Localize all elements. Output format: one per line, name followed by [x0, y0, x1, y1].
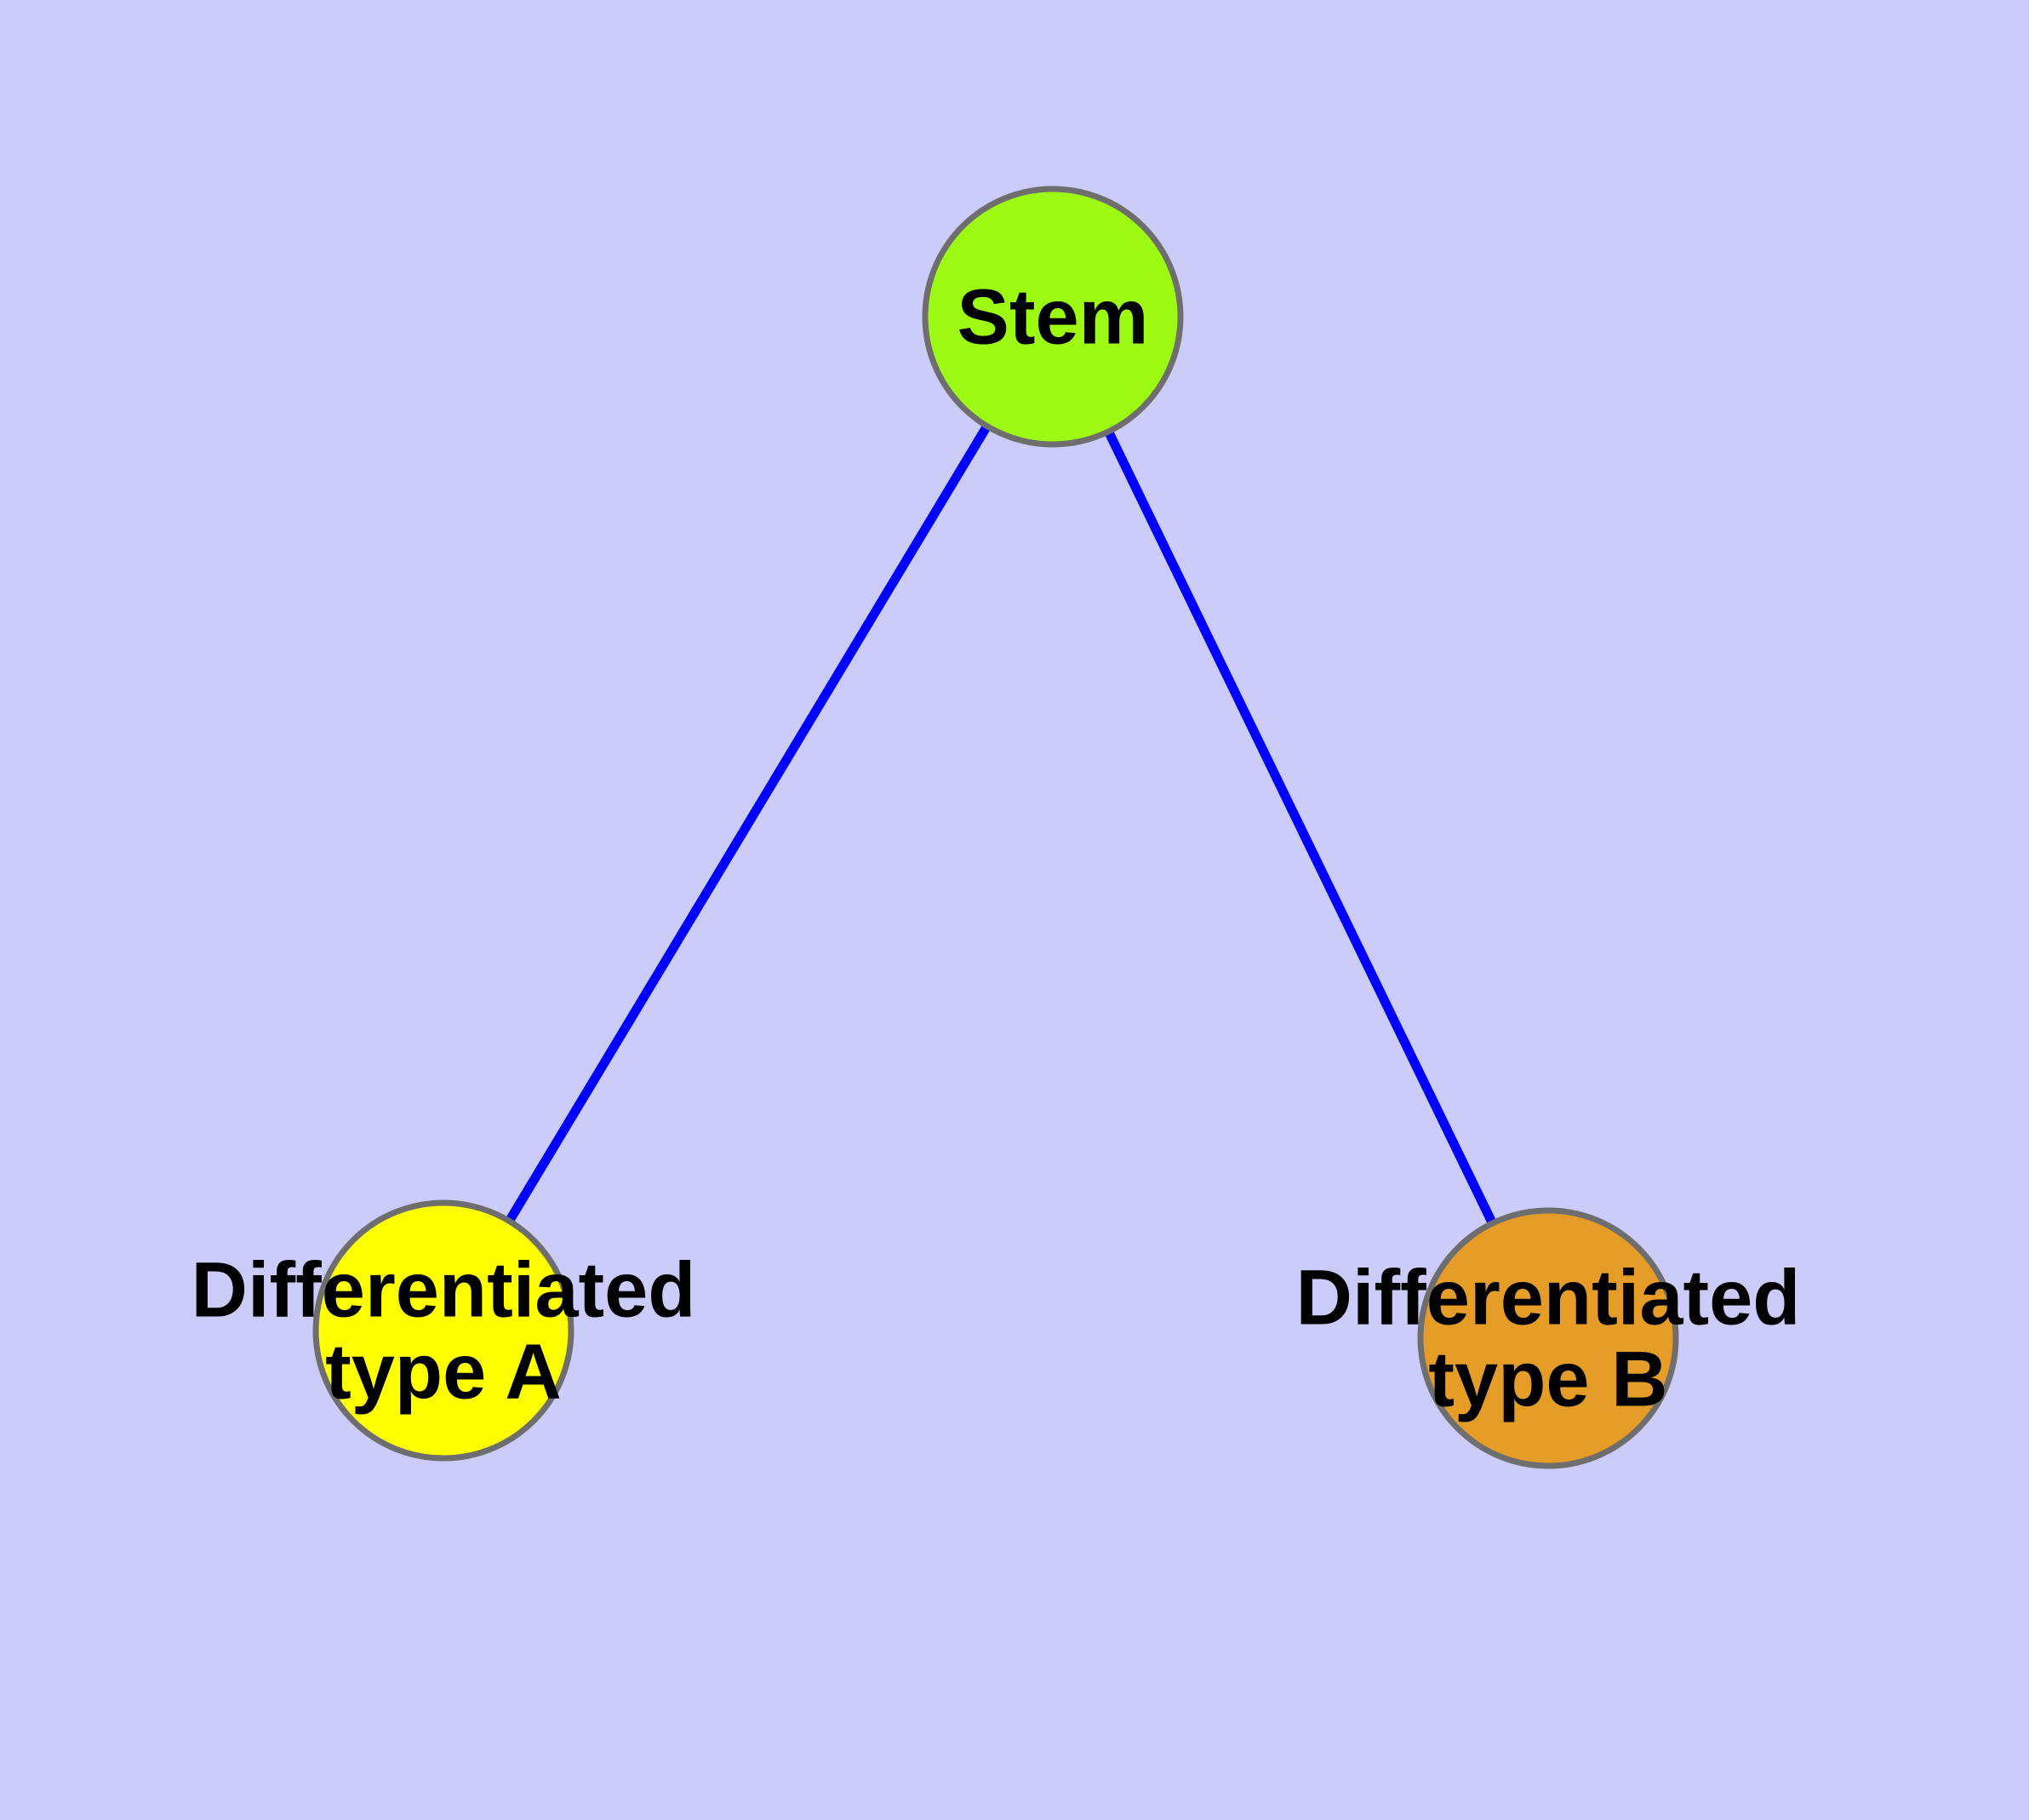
node-label-line: type B — [1428, 1336, 1667, 1422]
edge-stem-to-differentiated-type-a[interactable] — [439, 314, 1057, 1333]
node-label-line: Stem — [957, 273, 1149, 360]
node-layer — [312, 186, 1679, 1469]
node-label-line: type A — [325, 1328, 562, 1415]
edge-stem-to-differentiated-type-b[interactable] — [1049, 314, 1552, 1341]
node-stem[interactable] — [922, 186, 1184, 448]
node-label-line: Differentiated — [191, 1246, 696, 1333]
node-label-line: Differentiated — [1296, 1254, 1801, 1341]
node-differentiated-type-a[interactable] — [312, 1199, 574, 1462]
edge-layer — [439, 314, 1552, 1341]
node-differentiated-type-b[interactable] — [1417, 1207, 1679, 1469]
node-label-stem: Stem — [957, 273, 1149, 360]
